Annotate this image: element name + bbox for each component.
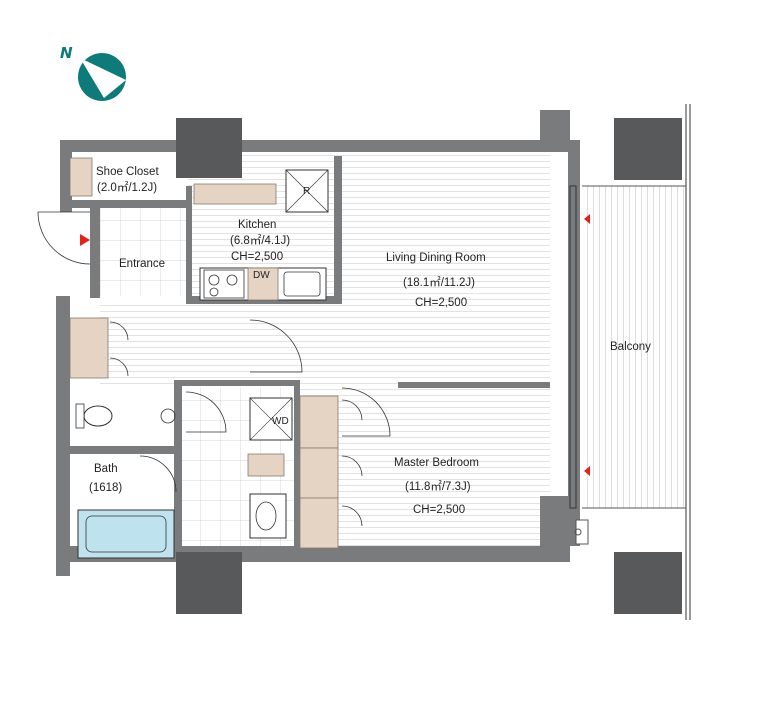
sink	[283, 271, 321, 297]
kitchen-ceiling: CH=2,500	[231, 251, 283, 263]
wall-entry-post	[90, 206, 100, 298]
closet-door-1	[109, 321, 129, 341]
dishwasher-label: DW	[253, 270, 270, 281]
wall-kitchen-left	[186, 186, 192, 302]
wall-bath-top	[60, 446, 180, 454]
living-ceiling: CH=2,500	[415, 297, 467, 309]
wall-left-mid	[56, 296, 70, 576]
pillar-balcony-bottom	[614, 552, 682, 614]
kitchen-label: Kitchen	[238, 219, 276, 231]
doors	[37, 211, 391, 527]
entrance-label: Entrance	[119, 258, 165, 270]
entrance-floor	[100, 206, 188, 296]
shoe-closet-cabinet	[69, 157, 93, 197]
wall-bottom-right	[540, 496, 570, 562]
wall-shoe-bottom	[60, 200, 192, 208]
washer-dryer	[249, 397, 293, 441]
wardrobe-3	[299, 497, 339, 549]
kitchen-upper-cabinet	[193, 183, 277, 205]
toilet-sink	[160, 408, 176, 424]
wall-bath-right	[174, 380, 182, 550]
washroom-shelf	[247, 453, 285, 477]
wall-kitchen-right	[334, 156, 342, 304]
balcony-structure	[569, 104, 691, 620]
balcony-label: Balcony	[610, 341, 651, 353]
pillar-balcony-top	[614, 118, 682, 180]
wall-mid	[182, 380, 300, 386]
balcony-floor	[582, 186, 686, 508]
balcony-marker-top	[584, 214, 590, 224]
wall-left-upper	[60, 140, 72, 212]
washroom-door	[185, 391, 227, 433]
toilet	[83, 405, 113, 427]
dishwasher	[247, 267, 279, 301]
room-labels: Shoe Closet (2.0㎡/1.2J) Kitchen (6.8㎡/4.…	[89, 166, 651, 516]
storage	[69, 157, 339, 549]
wardrobe-2	[299, 447, 339, 499]
pillar-top	[176, 118, 242, 178]
washer-dryer-label: WD	[272, 416, 289, 427]
wall-bedroom-top	[398, 382, 550, 388]
vanity-basin	[255, 501, 277, 531]
shoe-closet-size: (2.0㎡/1.2J)	[97, 181, 157, 194]
wardrobe-door-1	[341, 399, 363, 421]
balcony-marker-bottom	[584, 466, 590, 476]
wall-right	[568, 140, 580, 546]
compass-needle	[80, 58, 126, 98]
entrance-marker	[80, 234, 90, 246]
bedroom-door	[341, 387, 391, 437]
refrigerator	[285, 169, 329, 213]
bath-fixtures	[75, 403, 287, 559]
wall-top	[60, 140, 570, 152]
living-size: (18.1㎡/11.2J)	[403, 276, 475, 289]
toilet-tank	[75, 403, 85, 429]
bathtub	[77, 509, 175, 559]
hall-closet	[69, 317, 109, 379]
wall-top-step	[540, 110, 570, 152]
closet-door-2	[109, 357, 129, 377]
bath-door	[139, 455, 177, 493]
wardrobe-door-3	[341, 505, 363, 527]
bath-label: Bath	[94, 463, 118, 475]
north-compass: N	[60, 44, 126, 101]
wardrobe-door-2	[341, 455, 363, 477]
master-label: Master Bedroom	[394, 457, 479, 469]
bath-size: (1618)	[89, 482, 122, 494]
bedroom-floor	[300, 388, 550, 546]
living-label: Living Dining Room	[386, 252, 486, 264]
hall-floor	[100, 300, 340, 388]
master-size: (11.8㎡/7.3J)	[405, 480, 471, 493]
entrance-door	[37, 211, 91, 265]
kitchen-counter	[199, 267, 327, 301]
shoe-closet-label: Shoe Closet	[96, 166, 159, 178]
pillar-bottom	[176, 552, 242, 614]
refrigerator-label: R	[303, 186, 310, 197]
master-ceiling: CH=2,500	[413, 504, 465, 516]
ldr-door	[249, 319, 303, 373]
wardrobe-1	[299, 395, 339, 449]
pillars	[176, 118, 682, 614]
bathtub-inner	[85, 515, 167, 553]
kitchen-size: (6.8㎡/4.1J)	[230, 234, 290, 247]
wall-bedroom-left	[294, 386, 300, 550]
north-label: N	[60, 44, 73, 62]
